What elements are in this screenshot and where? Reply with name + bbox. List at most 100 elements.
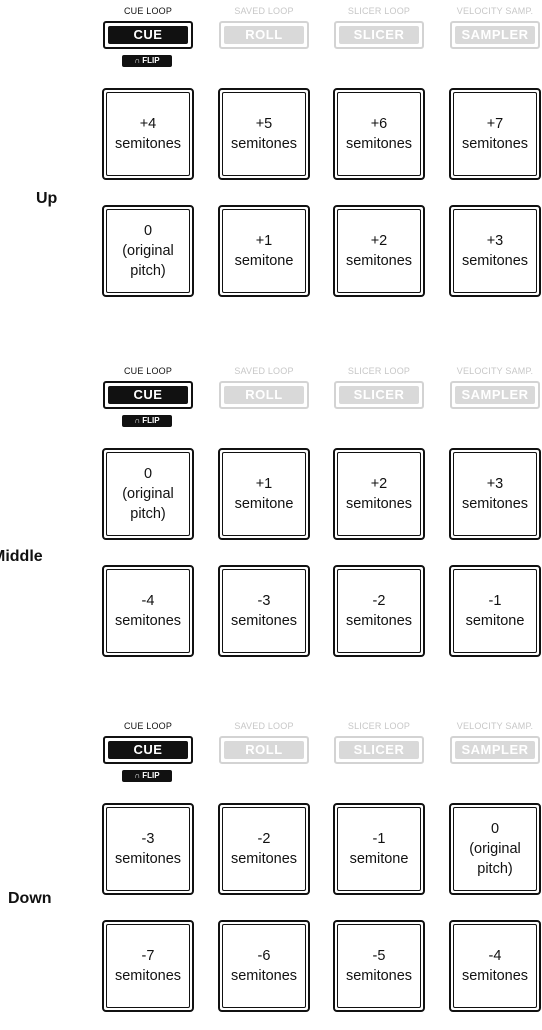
mode-caption: SAVED LOOP [234, 6, 294, 16]
mode-button-cue[interactable]: CUE [103, 736, 193, 764]
pad[interactable]: +7 semitones [449, 88, 541, 180]
mode-caption: SLICER LOOP [347, 366, 411, 376]
pad-label-line: +3 [486, 476, 504, 492]
pad-label-line: -2 [257, 831, 271, 847]
mode-button-sampler[interactable]: SAMPLER [450, 736, 540, 764]
mode-button-slicer[interactable]: SLICER [334, 21, 424, 49]
pad-label-line: +6 [370, 116, 388, 132]
pad-label-line: -6 [257, 948, 271, 964]
mode-button-sampler[interactable]: SAMPLER [450, 381, 540, 409]
section-label: Down [8, 890, 52, 907]
mode-caption: SAVED LOOP [234, 366, 294, 376]
mode-button-cue[interactable]: CUE [103, 21, 193, 49]
pad-label-line: semitones [461, 253, 529, 269]
pad-label-line: semitones [230, 968, 298, 984]
mode-button-label: SAMPLER [455, 741, 535, 759]
pad-label: -2 semitones [220, 829, 308, 869]
pad[interactable]: -6 semitones [218, 920, 310, 1012]
flip-label: FLIP [142, 56, 160, 65]
flip-badge: ∩FLIP [122, 55, 172, 67]
pad-label-line: +4 [139, 116, 157, 132]
mode-caption: CUE LOOP [123, 721, 173, 731]
mode-button-roll[interactable]: ROLL [219, 736, 309, 764]
mode-button-slicer[interactable]: SLICER [334, 381, 424, 409]
pad-label-line: 0 [490, 821, 500, 837]
pad-label: +3 semitones [451, 474, 539, 514]
mode-button-label: CUE [108, 741, 188, 759]
mode-button-label: SAMPLER [455, 26, 535, 44]
mode-caption: SAVED LOOP [234, 721, 294, 731]
pad-label-line: -5 [372, 948, 386, 964]
mode-button-slicer[interactable]: SLICER [334, 736, 424, 764]
mode-caption: CUE LOOP [123, 6, 173, 16]
pad-label-line: semitones [230, 613, 298, 629]
pad-label-line: -7 [141, 948, 155, 964]
flip-label: FLIP [142, 771, 160, 780]
pad[interactable]: +3 semitones [449, 448, 541, 540]
pad-label-line: (original [122, 486, 174, 502]
pad-label-line: (original [469, 841, 521, 857]
mode-button-cue[interactable]: CUE [103, 381, 193, 409]
pad-label-line: semitones [461, 496, 529, 512]
pad-label-line: semitones [230, 136, 298, 152]
mode-caption: SLICER LOOP [347, 721, 411, 731]
flip-badge: ∩FLIP [122, 770, 172, 782]
mode-caption: VELOCITY SAMP. [456, 721, 534, 731]
pad-section-down: Down CUE LOOP CUE SAVED LOOP ROLL SLICER LOOP… [0, 715, 542, 1030]
mode-button-label: SLICER [339, 741, 419, 759]
pad-label-line: +7 [486, 116, 504, 132]
pad-section-up: Up CUE LOOP CUE SAVED LOOP ROLL SLICER LOOP SL… [0, 0, 542, 315]
pad-label-line: +1 [255, 476, 273, 492]
pad-label-line: semitones [230, 851, 298, 867]
mode-button-roll[interactable]: ROLL [219, 21, 309, 49]
pad-label-line: semitones [114, 613, 182, 629]
headphones-icon: ∩ [134, 771, 141, 780]
pad[interactable]: -2 semitones [218, 803, 310, 895]
pad-label: +7 semitones [451, 114, 539, 154]
pad-label-line: semitones [345, 496, 413, 512]
pad-label-line: pitch) [130, 263, 166, 279]
pad[interactable]: -3 semitones [102, 803, 194, 895]
mode-button-roll[interactable]: ROLL [219, 381, 309, 409]
mode-button-sampler[interactable]: SAMPLER [450, 21, 540, 49]
section-label: Middle [0, 548, 43, 565]
mode-button-label: CUE [108, 386, 188, 404]
pad-label-line: semitones [114, 851, 182, 867]
mode-button-label: SLICER [339, 26, 419, 44]
pad-label-line: -4 [488, 948, 502, 964]
section-label: Up [36, 190, 58, 207]
mode-caption: SLICER LOOP [347, 6, 411, 16]
pad-label-line: -3 [141, 831, 155, 847]
headphones-icon: ∩ [134, 56, 141, 65]
mode-caption: VELOCITY SAMP. [456, 6, 534, 16]
pad-label-line: semitones [461, 136, 529, 152]
